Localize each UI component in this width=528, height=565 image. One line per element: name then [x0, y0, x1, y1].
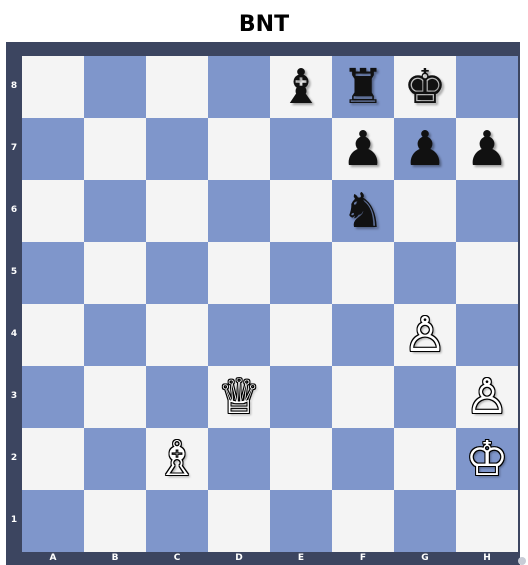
rank-label: 7 [6, 143, 22, 153]
black-pawn-icon[interactable]: ♟ [341, 125, 384, 173]
square-g8[interactable]: ♚ [394, 56, 456, 118]
square-f3[interactable] [332, 366, 394, 428]
file-label: C [146, 552, 208, 565]
square-e2[interactable] [270, 428, 332, 490]
chess-board: ♝ ♜ ♚ ♟ ♟ ♟ ♞ ♙ ♕ ♙ ♗ ♔ [22, 56, 518, 552]
square-g4[interactable]: ♙ [394, 304, 456, 366]
square-d1[interactable] [208, 490, 270, 552]
square-h1[interactable] [456, 490, 518, 552]
square-h4[interactable] [456, 304, 518, 366]
square-d6[interactable] [208, 180, 270, 242]
square-b1[interactable] [84, 490, 146, 552]
square-b8[interactable] [84, 56, 146, 118]
file-label: D [208, 552, 270, 565]
square-d8[interactable] [208, 56, 270, 118]
square-c3[interactable] [146, 366, 208, 428]
square-c5[interactable] [146, 242, 208, 304]
square-e5[interactable] [270, 242, 332, 304]
square-e8[interactable]: ♝ [270, 56, 332, 118]
square-h8[interactable] [456, 56, 518, 118]
square-h3[interactable]: ♙ [456, 366, 518, 428]
square-c4[interactable] [146, 304, 208, 366]
square-d7[interactable] [208, 118, 270, 180]
white-pawn-icon[interactable]: ♙ [465, 373, 508, 421]
white-king-icon[interactable]: ♔ [465, 435, 508, 483]
square-d5[interactable] [208, 242, 270, 304]
square-g2[interactable] [394, 428, 456, 490]
square-d4[interactable] [208, 304, 270, 366]
square-d3[interactable]: ♕ [208, 366, 270, 428]
square-g1[interactable] [394, 490, 456, 552]
file-label: A [22, 552, 84, 565]
file-label: G [394, 552, 456, 565]
black-king-icon[interactable]: ♚ [403, 63, 446, 111]
square-e3[interactable] [270, 366, 332, 428]
square-b3[interactable] [84, 366, 146, 428]
square-g7[interactable]: ♟ [394, 118, 456, 180]
square-a5[interactable] [22, 242, 84, 304]
square-h2[interactable]: ♔ [456, 428, 518, 490]
square-b7[interactable] [84, 118, 146, 180]
square-g6[interactable] [394, 180, 456, 242]
square-f7[interactable]: ♟ [332, 118, 394, 180]
square-b6[interactable] [84, 180, 146, 242]
square-c8[interactable] [146, 56, 208, 118]
rank-label: 6 [6, 205, 22, 215]
square-a8[interactable] [22, 56, 84, 118]
rank-label: 8 [6, 81, 22, 91]
square-h7[interactable]: ♟ [456, 118, 518, 180]
corner-dot [518, 557, 526, 565]
square-b2[interactable] [84, 428, 146, 490]
black-bishop-icon[interactable]: ♝ [279, 63, 322, 111]
black-knight-icon[interactable]: ♞ [341, 187, 384, 235]
square-e6[interactable] [270, 180, 332, 242]
square-a1[interactable] [22, 490, 84, 552]
square-d2[interactable] [208, 428, 270, 490]
square-g5[interactable] [394, 242, 456, 304]
black-pawn-icon[interactable]: ♟ [403, 125, 446, 173]
square-h5[interactable] [456, 242, 518, 304]
rank-label: 5 [6, 267, 22, 277]
square-f5[interactable] [332, 242, 394, 304]
square-a6[interactable] [22, 180, 84, 242]
square-b4[interactable] [84, 304, 146, 366]
square-a7[interactable] [22, 118, 84, 180]
square-e1[interactable] [270, 490, 332, 552]
square-c7[interactable] [146, 118, 208, 180]
square-f8[interactable]: ♜ [332, 56, 394, 118]
file-label: H [456, 552, 518, 565]
file-label: F [332, 552, 394, 565]
square-a2[interactable] [22, 428, 84, 490]
rank-label: 3 [6, 391, 22, 401]
black-rook-icon[interactable]: ♜ [341, 63, 384, 111]
square-c2[interactable]: ♗ [146, 428, 208, 490]
file-label: E [270, 552, 332, 565]
square-a4[interactable] [22, 304, 84, 366]
rank-label: 4 [6, 329, 22, 339]
square-b5[interactable] [84, 242, 146, 304]
square-c1[interactable] [146, 490, 208, 552]
rank-label: 2 [6, 453, 22, 463]
board-title: BNT [0, 10, 528, 40]
rank-label: 1 [6, 515, 22, 525]
square-h6[interactable] [456, 180, 518, 242]
square-e4[interactable] [270, 304, 332, 366]
black-pawn-icon[interactable]: ♟ [465, 125, 508, 173]
white-pawn-icon[interactable]: ♙ [403, 311, 446, 359]
square-g3[interactable] [394, 366, 456, 428]
square-a3[interactable] [22, 366, 84, 428]
square-e7[interactable] [270, 118, 332, 180]
square-f4[interactable] [332, 304, 394, 366]
white-queen-icon[interactable]: ♕ [217, 373, 260, 421]
square-c6[interactable] [146, 180, 208, 242]
square-f2[interactable] [332, 428, 394, 490]
white-bishop-icon[interactable]: ♗ [155, 435, 198, 483]
square-f6[interactable]: ♞ [332, 180, 394, 242]
square-f1[interactable] [332, 490, 394, 552]
file-label: B [84, 552, 146, 565]
